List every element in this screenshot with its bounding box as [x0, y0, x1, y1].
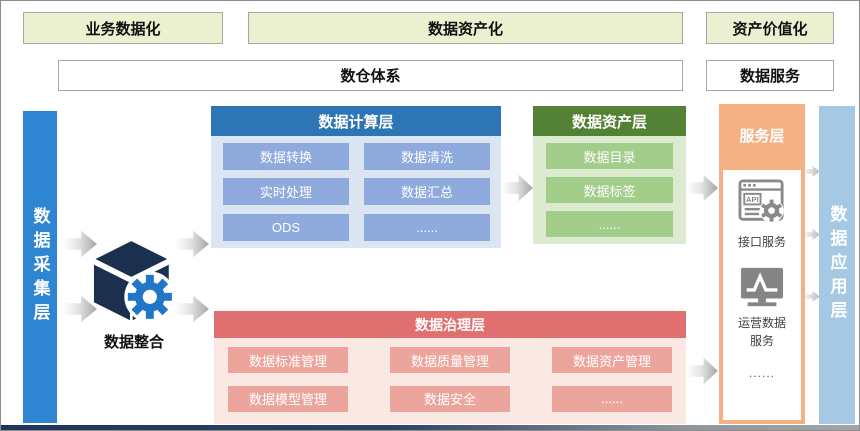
- governance-cell: 数据安全: [390, 385, 510, 412]
- banner-warehouse-system: 数仓体系: [58, 60, 683, 91]
- arrow-service-to-application-2: [805, 229, 820, 240]
- computing-cell: ......: [364, 213, 490, 241]
- computing-cell: ODS: [223, 213, 349, 241]
- computing-cell: 实时处理: [223, 178, 349, 206]
- monitor-chart-icon: [740, 268, 784, 307]
- service-more-label: ......: [748, 366, 775, 381]
- asset-cell: 数据标签: [546, 177, 673, 203]
- cube-gear-icon: [89, 238, 176, 325]
- data-application-bar-label: 数据应用层: [827, 205, 847, 325]
- computing-layer-box: 数据计算层 数据转换 数据清洗 实时处理 数据汇总 ODS ......: [211, 106, 501, 248]
- banner-asset-valorization: 资产价值化: [706, 12, 834, 44]
- bottom-rule: [1, 425, 859, 430]
- data-collection-bar-label: 数据采集层: [30, 207, 50, 327]
- data-collection-bar: 数据采集层: [23, 111, 57, 423]
- arrow-governance-to-service: [688, 357, 718, 385]
- service-layer-title: 服务层: [739, 127, 785, 145]
- governance-layer-box: 数据治理层 数据标准管理 数据质量管理 数据资产管理 数据模型管理 数据安全 .…: [214, 311, 686, 424]
- api-service-label: 接口服务: [737, 235, 786, 249]
- arrow-asset-to-service: [688, 174, 718, 202]
- governance-cell: 数据资产管理: [552, 347, 672, 373]
- asset-cell: 数据目录: [546, 143, 673, 169]
- integration-label: 数据整合: [103, 334, 164, 351]
- asset-layer-body: 数据目录 数据标签 ......: [533, 136, 686, 244]
- governance-layer-title: 数据治理层: [214, 311, 686, 338]
- api-icon: API: [738, 179, 784, 223]
- computing-cell: 数据转换: [223, 143, 349, 170]
- arrow-service-to-application-1: [805, 166, 820, 177]
- service-layer-panel: API 接口服务: [723, 170, 801, 420]
- banner-data-service: 数据服务: [706, 60, 834, 91]
- integration-group: 数据整合: [87, 237, 181, 352]
- arrow-computing-to-asset: [503, 174, 533, 202]
- governance-cell: ......: [552, 385, 672, 412]
- computing-layer-title: 数据计算层: [211, 106, 501, 136]
- asset-cell: ......: [546, 211, 673, 237]
- governance-cell: 数据标准管理: [228, 347, 348, 373]
- governance-layer-body: 数据标准管理 数据质量管理 数据资产管理 数据模型管理 数据安全 ......: [214, 338, 686, 424]
- data-application-bar: 数据应用层: [819, 106, 855, 424]
- governance-cell: 数据模型管理: [228, 385, 348, 412]
- asset-layer-title: 数据资产层: [533, 106, 686, 136]
- computing-cell: 数据汇总: [364, 178, 490, 206]
- governance-cell: 数据质量管理: [390, 347, 510, 373]
- banner-data-assetization: 数据资产化: [248, 12, 683, 44]
- svg-text:API: API: [746, 195, 759, 204]
- asset-layer-box: 数据资产层 数据目录 数据标签 ......: [533, 106, 686, 244]
- banner-business-datafication: 业务数据化: [23, 12, 223, 44]
- service-layer-box: 服务层 API: [719, 104, 805, 424]
- arrow-service-to-application-3: [805, 291, 820, 302]
- computing-cell: 数据清洗: [364, 143, 490, 170]
- computing-layer-body: 数据转换 数据清洗 实时处理 数据汇总 ODS ......: [211, 136, 501, 248]
- ops-data-service-label: 运营数据服务: [737, 316, 786, 348]
